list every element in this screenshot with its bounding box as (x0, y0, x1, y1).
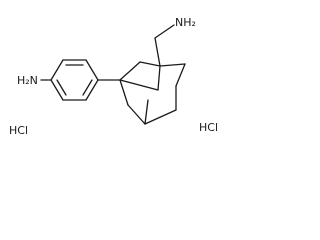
bond-bridgehead-methylene (154, 37, 161, 67)
cage-bond-1 (119, 61, 141, 81)
bond-ring-3 (85, 59, 99, 81)
cage-bond-8 (127, 104, 146, 125)
cage-bond-9 (144, 109, 177, 125)
cage-bond-4 (175, 63, 186, 87)
aryl-amine-label: H₂N (17, 74, 38, 87)
chemical-structure: H₂N NH₂ HCl HCl (9, 16, 218, 137)
bond-ring-1 (50, 59, 64, 81)
bond-ring-6 (50, 79, 64, 101)
cage-bond-3 (159, 63, 186, 67)
double-bond-inner-3 (56, 79, 67, 96)
double-bond-inner-2 (82, 79, 93, 96)
cage-bond-2 (139, 61, 161, 67)
hcl-label-right: HCl (199, 121, 218, 134)
cage-bond-5 (157, 65, 161, 91)
adamantane-cage (119, 61, 186, 125)
hcl-label-left: HCl (9, 124, 28, 137)
methyl-amine-label: NH₂ (175, 16, 196, 29)
cage-bond-11 (144, 99, 149, 125)
bond-ring-4 (85, 79, 99, 101)
bond-methylene-nitrogen (154, 24, 175, 39)
benzene-ring (50, 59, 99, 101)
cage-bond-6 (119, 79, 159, 91)
cage-bond-7 (119, 79, 129, 106)
